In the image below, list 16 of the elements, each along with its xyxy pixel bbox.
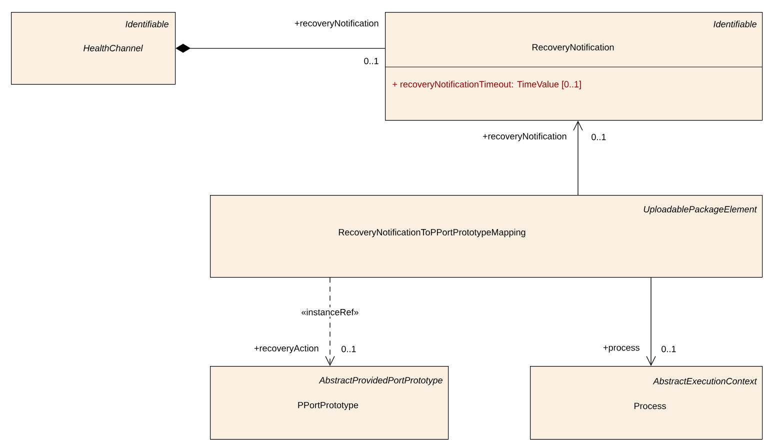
association-line	[325, 277, 335, 366]
association-line	[646, 277, 656, 366]
role-label: +recoveryAction	[254, 344, 318, 354]
association-line	[176, 44, 386, 53]
role-label: 0..1	[592, 134, 606, 140]
edge-label: «instanceRef»	[300, 307, 360, 317]
role-label: 0..1	[342, 346, 356, 352]
role-label: 0..1	[662, 346, 676, 352]
class-box: AbstractExecutionContext Process	[530, 366, 763, 440]
class-box: UploadablePackageElement RecoveryNotificationToPPortPrototypeMapping	[210, 195, 763, 278]
role-label: +process	[603, 345, 640, 353]
role-label: +recoveryNotification	[482, 132, 566, 142]
class-box: Identifiable RecoveryNotification + recoveryNotificationTimeout: TimeValue [0..1]	[384, 12, 763, 121]
class-box: AbstractProvidedPortPrototype PPortPrototype	[210, 366, 449, 440]
association-line	[573, 120, 583, 196]
class-box: Identifiable HealthChannel	[11, 12, 176, 85]
